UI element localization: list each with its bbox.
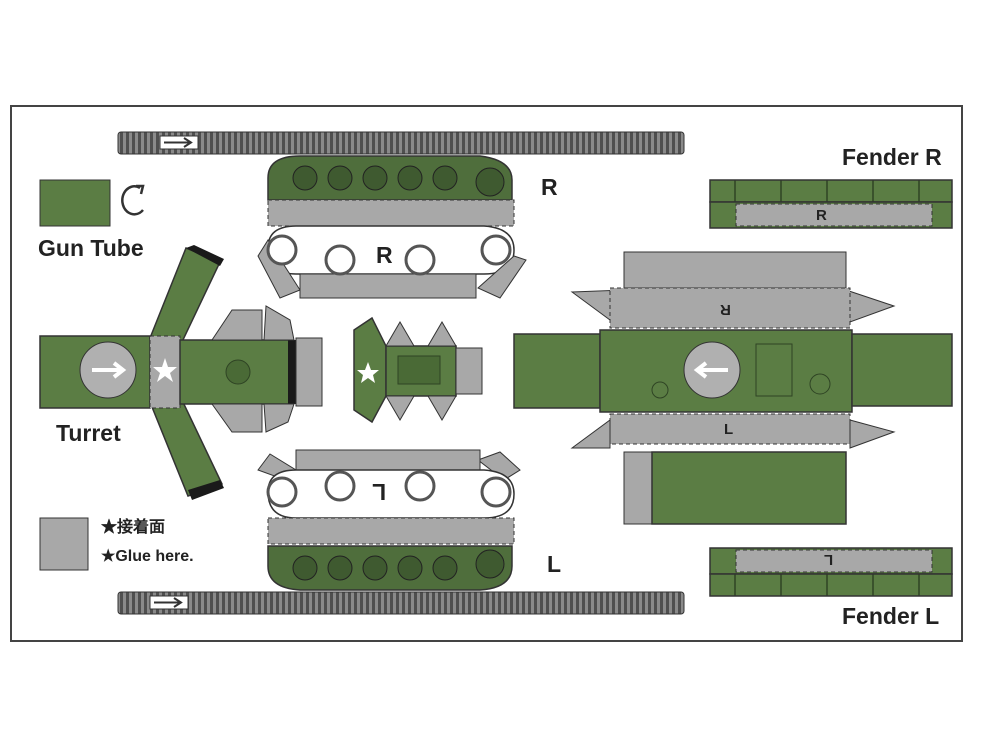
fender-l-label: Fender L (842, 603, 940, 629)
hull-part (513, 251, 953, 525)
track-strip-right (117, 131, 685, 155)
gun-tube-label: Gun Tube (38, 235, 144, 261)
gear-r-mark: R (376, 242, 393, 268)
white-star-icon (153, 358, 177, 382)
glue-swatch (39, 517, 89, 571)
mantlet-part (353, 316, 483, 424)
fender-r-mark: R (816, 207, 827, 224)
turret-label: Turret (56, 420, 121, 446)
hull-r-mark: R (720, 301, 731, 318)
rotate-arrow-icon (121, 184, 145, 216)
fender-l-mark: L (824, 551, 834, 568)
turret-part (39, 245, 323, 500)
gun-tube-part (39, 179, 111, 227)
fender-right-part (709, 179, 953, 229)
legend-glue-jp: ★接着面 (101, 519, 166, 536)
running-gear-right (257, 155, 527, 299)
white-star-icon (357, 362, 379, 383)
side-l-label: L (547, 551, 562, 577)
fender-r-label: Fender R (842, 144, 942, 170)
hull-l-mark: L (724, 421, 734, 438)
direction-arrow-icon (92, 361, 127, 379)
fender-left-part (709, 547, 953, 597)
legend-glue-en: ★Glue here. (101, 548, 194, 565)
side-r-label: R (541, 174, 558, 200)
gear-l-mark: L (372, 479, 387, 505)
track-strip-left (117, 591, 685, 615)
direction-arrow-icon (693, 361, 728, 379)
running-gear-left (257, 449, 521, 591)
